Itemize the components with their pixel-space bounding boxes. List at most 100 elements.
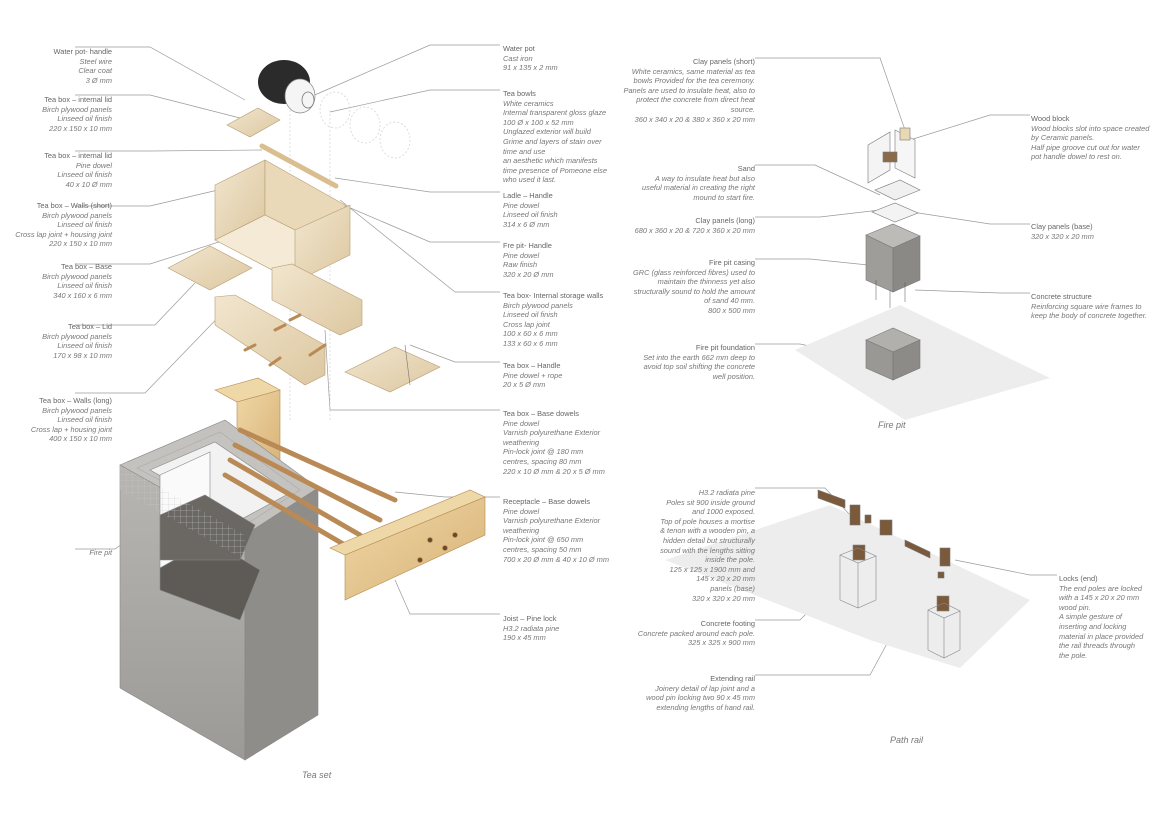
label-title: Joist – Pine lock [503, 614, 557, 623]
label-title: Tea box – Handle [503, 361, 561, 370]
tea-set-drawing [119, 60, 486, 761]
label-line: who used it last. [503, 175, 556, 185]
ground-plane [795, 305, 1050, 420]
label-title: Fre pit- Handle [503, 241, 552, 250]
rail-pieces [817, 489, 951, 579]
label-line: Birch plywood panels [42, 405, 112, 415]
label-line: Steel wire [79, 56, 112, 66]
label-title: Extending rail [710, 674, 755, 683]
label-title: Locks (end) [1059, 574, 1098, 583]
label-line: extending lengths of hand rail. [656, 702, 755, 712]
label-line: Birch plywood panels [42, 104, 112, 114]
label-line: Cast iron [503, 53, 533, 63]
label-line: Linseed oil finish [57, 281, 112, 291]
label-line: Panels are used to insulate heat, also t… [623, 85, 755, 95]
label-line: protect the concrete from direct heat [636, 95, 755, 105]
label-line: GRC (glass reinforced fibres) used to [633, 267, 755, 277]
label-line: Birch plywood panels [42, 331, 112, 341]
label-title: Tea box – internal lid [44, 95, 112, 104]
label-line: material in place provided [1059, 631, 1144, 641]
label-line: useful material in creating the right [642, 183, 755, 193]
reinforcing-wire [875, 280, 906, 308]
internal-lid-panel [226, 107, 281, 138]
label-line: Cross lap joint + housing joint [15, 229, 112, 239]
label-line: well position. [712, 371, 755, 381]
label-line: Set into the earth 662 mm deep to [643, 352, 755, 362]
label-line: Poles sit 900 inside ground [666, 497, 755, 507]
label-line: Cross lap joint [503, 319, 550, 329]
label-title: Tea box – Lid [68, 322, 112, 331]
caption-path-rail: Path rail [890, 735, 924, 745]
label-title: Clay panels (long) [695, 216, 755, 225]
label-line: source. [730, 104, 755, 114]
path-rail-drawing [665, 489, 1030, 668]
label-line: The end poles are locked [1059, 583, 1142, 593]
label-line: avoid top soil shifting the concrete [643, 362, 755, 372]
label-line: sound with the lengths sitting [660, 545, 755, 555]
label-line: Joinery detail of lap joint and a [655, 683, 755, 693]
label-title: Tea box – Walls (long) [39, 396, 112, 405]
label-line: Linseed oil finish [503, 210, 558, 220]
label-line: Linseed oil finish [503, 310, 558, 320]
label-line: with a 145 x 20 x 20 mm [1059, 593, 1140, 603]
label-title: Concrete footing [700, 619, 755, 628]
label-line: 145 x 20 x 20 mm [696, 574, 755, 584]
caption-fire-pit: Fire pit [878, 420, 906, 430]
label-line: weathering [503, 437, 540, 447]
label-line: Concrete packed around each pole. [637, 628, 755, 638]
label-title: Tea box – internal lid [44, 151, 112, 160]
label-line: inserting and locking [1059, 621, 1127, 631]
label-line: maintain the thinness yet also [657, 277, 755, 287]
label-line: time presence of Pomeone else [503, 165, 607, 175]
small-dowels [243, 313, 327, 367]
label-line: the pole. [1059, 650, 1088, 660]
tea-bowls [319, 91, 411, 159]
label-line: A simple gesture of [1059, 612, 1122, 622]
label-line: 680 x 360 x 20 & 720 x 360 x 20 mm [634, 225, 755, 235]
label-line: Pine dowel [503, 200, 540, 210]
label-line: Pin-lock joint @ 650 mm [503, 535, 584, 545]
label-line: 220 x 150 x 10 mm [49, 239, 112, 249]
label-line: & tenon with a wooden pin, a [660, 526, 755, 536]
fire-pit-casing [865, 223, 921, 293]
clay-panel-base [874, 179, 921, 201]
label-line: 133 x 60 x 6 mm [503, 338, 558, 348]
label-line: Grime and layers of stain over [503, 136, 602, 146]
leader-lines [75, 44, 1057, 676]
sand-layer [871, 202, 919, 223]
label-line: 190 x 45 mm [503, 633, 546, 643]
label-line: 320 x 20 Ø mm [503, 269, 554, 279]
label-line: centres, spacing 50 mm [503, 544, 582, 554]
label-line: Unglazed exterior will build [503, 127, 591, 137]
label-line: A way to insulate heat but also [655, 173, 755, 183]
label-line: panels (base) [710, 583, 755, 593]
tea-box-lid [344, 346, 441, 393]
label-title: Fire pit casing [708, 258, 755, 267]
label-line: 340 x 160 x 6 mm [53, 290, 112, 300]
internal-lid-dowel [259, 143, 339, 189]
label-tea-set-left-7: Fire pit [89, 548, 112, 558]
label-line: by Ceramic panels. [1031, 133, 1095, 143]
label-line: Pine dowel [503, 250, 540, 260]
label-line: 320 x 320 x 20 mm [692, 593, 755, 603]
pole-footing-2 [927, 595, 961, 659]
label-line: bowls Provided for the tea ceremony. [633, 76, 755, 86]
label-line: of sand 40 mm. [704, 296, 755, 306]
label-line: 220 x 10 Ø mm & 20 x 5 Ø mm [503, 466, 605, 476]
label-title: Concrete structure [1031, 292, 1092, 301]
label-line: Top of pole houses a mortise [660, 516, 755, 526]
label-title: Tea box – Walls (short) [36, 201, 112, 210]
label-line: wood pin locking two 90 x 45 mm [646, 693, 755, 703]
